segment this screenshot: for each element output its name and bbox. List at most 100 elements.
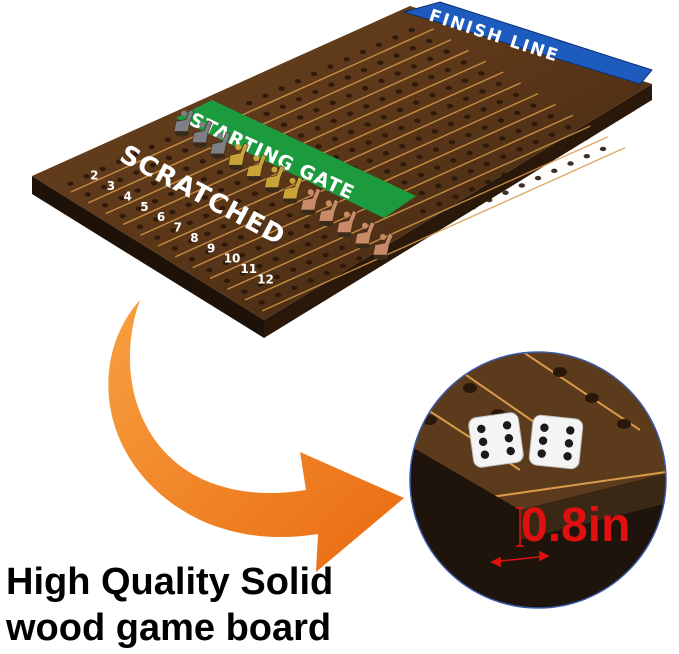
peg-hole [295, 97, 303, 102]
peg-hole [435, 183, 442, 188]
peg-hole [393, 53, 400, 58]
peg-hole [345, 93, 353, 98]
peg-hole [256, 263, 263, 269]
peg-hole [534, 175, 542, 181]
peg-hole [495, 81, 502, 87]
peg-hole [464, 114, 471, 120]
peg-hole [201, 195, 209, 200]
peg-hole [287, 231, 294, 236]
peg-hole [392, 35, 399, 40]
peg-hole [263, 111, 270, 117]
peg-hole [409, 46, 416, 51]
lane-groove [261, 147, 626, 312]
peg-hole [288, 249, 296, 254]
peg-hole [134, 188, 141, 193]
horse-piece [209, 131, 231, 159]
peg-hole [269, 202, 276, 207]
lane-number: 12 [257, 272, 274, 286]
horse-piece [264, 165, 285, 193]
peg-hole [365, 140, 372, 145]
peg-hole [280, 122, 288, 127]
peg-hole [310, 71, 318, 77]
peg-hole [599, 146, 607, 152]
peg-hole [206, 267, 213, 273]
lane-groove [122, 60, 487, 226]
horse-piece [282, 176, 303, 204]
peg-hole [379, 96, 386, 102]
peg-hole [188, 257, 196, 262]
peg-hole [313, 107, 320, 113]
horse-piece [372, 232, 394, 260]
peg-hole [394, 71, 401, 76]
lane-groove [227, 125, 591, 290]
peg-hole [329, 100, 336, 106]
lane-number: 6 [157, 210, 165, 224]
peg-hole [344, 75, 351, 80]
peg-hole [567, 161, 574, 166]
peg-hole [478, 71, 485, 76]
peg-hole [410, 64, 418, 69]
peg-hole [460, 60, 468, 65]
peg-hole [415, 136, 422, 141]
peg-hole [296, 115, 304, 120]
peg-hole [486, 197, 493, 203]
peg-hole [323, 270, 330, 276]
peg-hole [205, 249, 212, 255]
horse-piece [173, 109, 195, 137]
peg-hole [565, 125, 572, 130]
peg-hole [312, 89, 319, 95]
peg-hole [331, 136, 339, 142]
peg-hole [294, 79, 302, 84]
peg-hole [236, 216, 243, 222]
peg-hole [118, 195, 125, 201]
peg-hole [401, 180, 408, 185]
peg-hole [187, 238, 195, 244]
peg-hole [168, 191, 175, 197]
peg-hole [83, 174, 90, 179]
peg-hole [366, 158, 373, 163]
peg-hole [532, 139, 539, 145]
lane-number: 10 [224, 252, 241, 266]
peg-hole [430, 111, 437, 116]
peg-hole [469, 205, 477, 210]
peg-hole [444, 67, 451, 73]
peg-hole [306, 260, 313, 265]
peg-hole [466, 150, 473, 156]
peg-hole [547, 114, 555, 119]
lane-number: 11 [240, 262, 257, 276]
thickness-label: 0.8in [521, 499, 631, 552]
lane-number: 7 [174, 221, 182, 235]
peg-hole [360, 67, 368, 73]
peg-hole [115, 159, 123, 164]
peg-hole [154, 235, 161, 240]
peg-hole [361, 86, 369, 91]
peg-hole [133, 170, 140, 175]
peg-hole [446, 103, 454, 109]
peg-hole [431, 129, 438, 134]
peg-hole [417, 172, 425, 178]
peg-hole [251, 191, 259, 196]
peg-hole [437, 219, 444, 225]
peg-hole [450, 158, 457, 163]
peg-hole [291, 285, 298, 290]
peg-hole [363, 104, 370, 109]
peg-hole [289, 267, 297, 272]
peg-hole [117, 177, 124, 182]
peg-hole [502, 190, 509, 195]
peg-hole [343, 57, 350, 62]
peg-hole [185, 202, 192, 208]
die [468, 412, 524, 468]
peg-hole [245, 100, 253, 106]
peg-hole [202, 213, 210, 218]
peg-hole [443, 49, 450, 54]
board-side-right [264, 84, 652, 338]
peg-hole [378, 78, 385, 84]
peg-hole [452, 194, 459, 199]
horse-piece [336, 210, 358, 238]
peg-hole [566, 143, 573, 148]
peg-hole [582, 135, 589, 141]
peg-hole [583, 154, 590, 159]
peg-hole [270, 220, 277, 225]
lane-number: 3 [107, 179, 115, 193]
